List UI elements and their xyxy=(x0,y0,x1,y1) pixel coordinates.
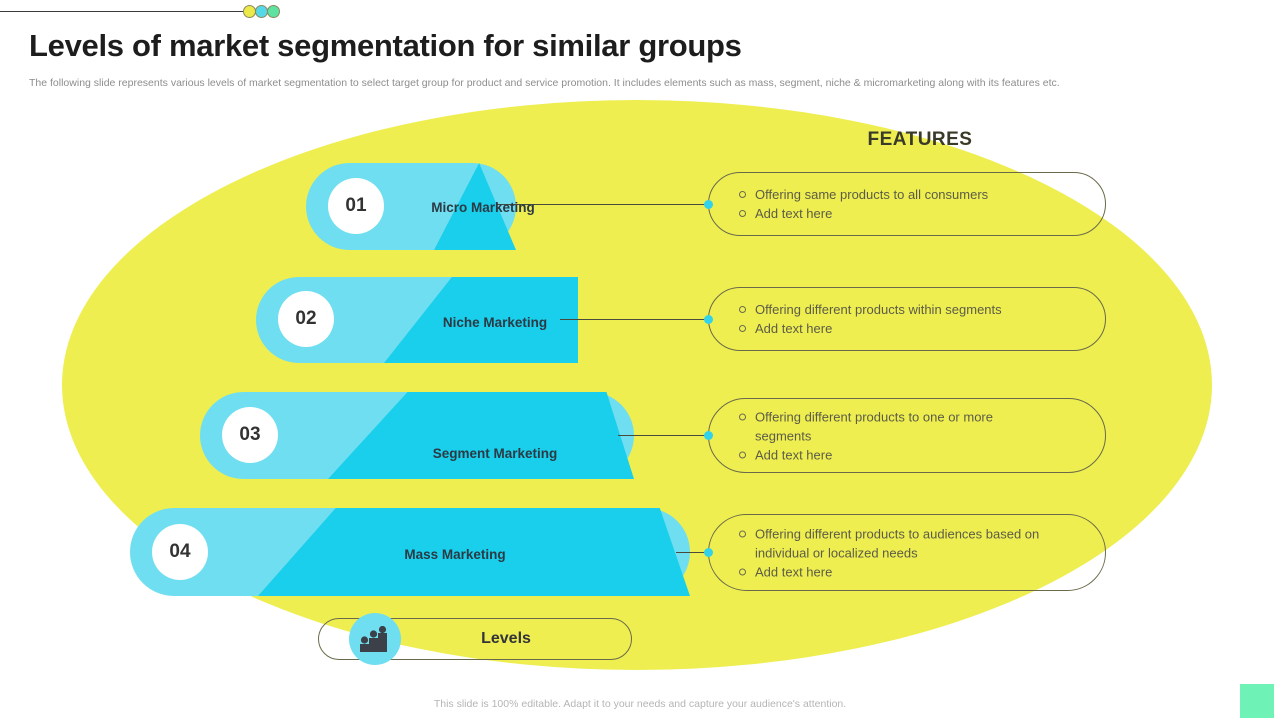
bullet-ring-icon xyxy=(739,325,746,332)
feature-text: Add text here xyxy=(755,321,833,336)
feature-box-01[interactable]: Offering same products to all consumers … xyxy=(708,172,1106,236)
connector-line-04 xyxy=(676,552,711,553)
levels-label: Levels xyxy=(481,630,531,647)
bullet-ring-icon xyxy=(739,451,746,458)
feature-text: Offering different products to one or mo… xyxy=(755,409,993,443)
bullet-ring-icon xyxy=(739,306,746,313)
bullet-ring-icon xyxy=(739,210,746,217)
dot-green-icon xyxy=(267,5,280,18)
connector-dot-03 xyxy=(704,431,713,440)
pyramid-level-01-number: 01 xyxy=(328,178,384,234)
feature-text: Offering same products to all consumers xyxy=(755,187,989,202)
feature-item: Offering different products to audiences… xyxy=(739,524,1069,562)
page-title: Levels of market segmentation for simila… xyxy=(29,28,742,63)
connector-dot-01 xyxy=(704,200,713,209)
pyramid-level-04[interactable]: 04 Mass Marketing xyxy=(130,508,690,596)
pyramid-level-02-label: Niche Marketing xyxy=(442,315,548,330)
feature-item: Offering same products to all consumers xyxy=(739,185,988,204)
feature-box-03[interactable]: Offering different products to one or mo… xyxy=(708,398,1106,473)
connector-line-02 xyxy=(560,319,711,320)
feature-text: Offering different products within segme… xyxy=(755,302,1002,317)
bullet-ring-icon xyxy=(739,530,746,537)
feature-box-04[interactable]: Offering different products to audiences… xyxy=(708,514,1106,591)
feature-text: Add text here xyxy=(755,564,833,579)
header-rule xyxy=(0,11,247,12)
feature-list-01: Offering same products to all consumers … xyxy=(739,185,988,223)
levels-pill[interactable] xyxy=(318,618,632,660)
pyramid-level-02-number: 02 xyxy=(278,291,334,347)
footer-note: This slide is 100% editable. Adapt it to… xyxy=(433,698,847,710)
connector-line-01 xyxy=(497,204,711,205)
features-heading: FEATURES xyxy=(867,129,973,150)
pyramid-level-03-label: Segment Marketing xyxy=(432,446,558,461)
feature-item: Add text here xyxy=(739,319,1002,338)
page-subtitle: The following slide represents various l… xyxy=(29,77,1060,89)
pyramid-level-01[interactable]: 01 Micro Marketing xyxy=(306,163,535,250)
feature-item: Add text here xyxy=(739,562,1069,581)
bullet-ring-icon xyxy=(739,413,746,420)
pyramid-level-04-label: Mass Marketing xyxy=(404,547,506,562)
feature-text: Add text here xyxy=(755,206,833,221)
pyramid-level-04-tier xyxy=(258,508,690,596)
connector-dot-04 xyxy=(704,548,713,557)
feature-item: Add text here xyxy=(739,204,988,223)
corner-accent-square xyxy=(1240,684,1274,718)
pyramid-level-02[interactable]: 02 Niche Marketing xyxy=(256,277,578,363)
feature-item: Add text here xyxy=(739,445,1039,464)
connector-dot-02 xyxy=(704,315,713,324)
pyramid-level-03-number: 03 xyxy=(222,407,278,463)
feature-list-03: Offering different products to one or mo… xyxy=(739,407,1039,464)
feature-box-02[interactable]: Offering different products within segme… xyxy=(708,287,1106,351)
bullet-ring-icon xyxy=(739,191,746,198)
pyramid-level-03[interactable]: 03 Segment Marketing xyxy=(200,392,634,479)
connector-line-03 xyxy=(618,435,711,436)
pyramid-level-04-number: 04 xyxy=(152,524,208,580)
bullet-ring-icon xyxy=(739,568,746,575)
feature-list-02: Offering different products within segme… xyxy=(739,300,1002,338)
feature-text: Offering different products to audiences… xyxy=(755,526,1040,560)
feature-list-04: Offering different products to audiences… xyxy=(739,524,1069,581)
feature-item: Offering different products to one or mo… xyxy=(739,407,1039,445)
feature-text: Add text here xyxy=(755,447,833,462)
steps-levels-icon xyxy=(349,613,401,665)
header-dots xyxy=(243,5,280,18)
feature-item: Offering different products within segme… xyxy=(739,300,1002,319)
pyramid-level-01-label: Micro Marketing xyxy=(431,200,535,215)
